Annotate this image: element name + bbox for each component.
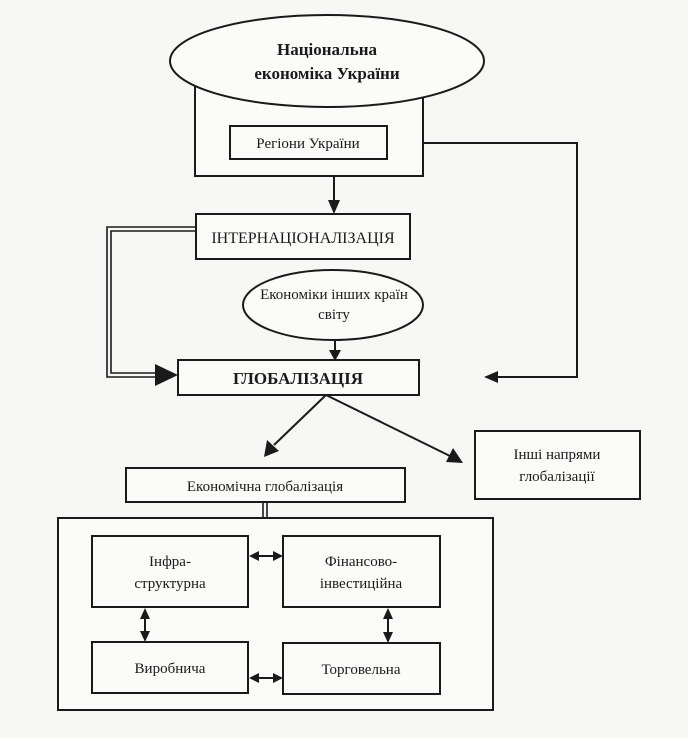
globalization-box [177, 359, 420, 396]
other-economies-ellipse [242, 269, 424, 341]
financial-investment-label-line2: інвестиційна [320, 576, 403, 592]
edge-globalization-to-other-directions [325, 394, 463, 463]
production-box [91, 641, 249, 694]
arrowhead-icon [484, 371, 498, 383]
globalization-label: ГЛОБАЛІЗАЦІЯ [233, 369, 363, 388]
other-directions-label-line2: глобалізації [519, 469, 595, 485]
edge-globalization-to-economic [264, 394, 327, 457]
arrowhead-right-icon [273, 551, 283, 561]
arrowhead-up-icon [140, 608, 150, 619]
arrowhead-icon [328, 200, 340, 214]
connector-line [325, 394, 451, 457]
edge-other-economies-to-globalization [329, 340, 341, 361]
internationalization-label: ІНТЕРНАЦІОНАЛІЗАЦІЯ [211, 230, 395, 247]
production-label: Виробнича [135, 661, 206, 677]
arrowhead-left-icon [249, 551, 259, 561]
arrowhead-icon [155, 364, 178, 386]
national-economy-ellipse [169, 14, 485, 108]
arrowhead-icon [446, 448, 463, 463]
arrowhead-icon [329, 350, 341, 361]
edge-infrastructure-production [140, 608, 150, 642]
regions-label: Регіони України [256, 136, 359, 152]
trade-label: Торговельна [322, 662, 401, 678]
edge-national-to-internationalization [328, 176, 340, 214]
internationalization-box [195, 213, 411, 260]
edge-economic-to-group [262, 502, 268, 518]
connector-line-outer [106, 226, 196, 378]
edge-production-trade [249, 673, 283, 683]
connector-line [273, 394, 327, 446]
connector-line-inner [110, 230, 196, 374]
infrastructure-label-line2: структурна [134, 576, 206, 592]
arrowhead-icon [264, 440, 279, 457]
other-economies-label-line2: світу [318, 307, 350, 323]
economic-globalization-label: Економічна глобалізація [187, 479, 343, 495]
economic-globalization-box [125, 467, 406, 503]
national-economy-label-line1: Національна [277, 40, 378, 59]
national-economy-group: Національна економіка України Регіони Ук… [169, 14, 485, 177]
arrowhead-up-icon [383, 608, 393, 619]
financial-investment-box [282, 535, 441, 608]
edge-infrastructure-financial [249, 551, 283, 561]
other-economies-label-line1: Економіки інших країн [260, 287, 408, 303]
financial-investment-label-line1: Фінансово- [325, 554, 397, 570]
edge-internationalization-to-globalization [106, 226, 196, 386]
connector-line [423, 142, 578, 378]
infrastructure-box [91, 535, 249, 608]
edge-financial-trade [383, 608, 393, 643]
trade-box [282, 642, 441, 695]
regions-box [229, 125, 388, 160]
other-directions-box [474, 430, 641, 500]
arrowhead-right-icon [273, 673, 283, 683]
arrowhead-down-icon [140, 631, 150, 642]
infrastructure-label-line1: Інфра- [149, 554, 191, 570]
national-economy-label-line2: економіка України [254, 64, 400, 83]
other-directions-label-line1: Інші напрями [514, 447, 601, 463]
edge-national-to-globalization [423, 142, 578, 383]
arrowhead-down-icon [383, 632, 393, 643]
arrowhead-left-icon [249, 673, 259, 683]
